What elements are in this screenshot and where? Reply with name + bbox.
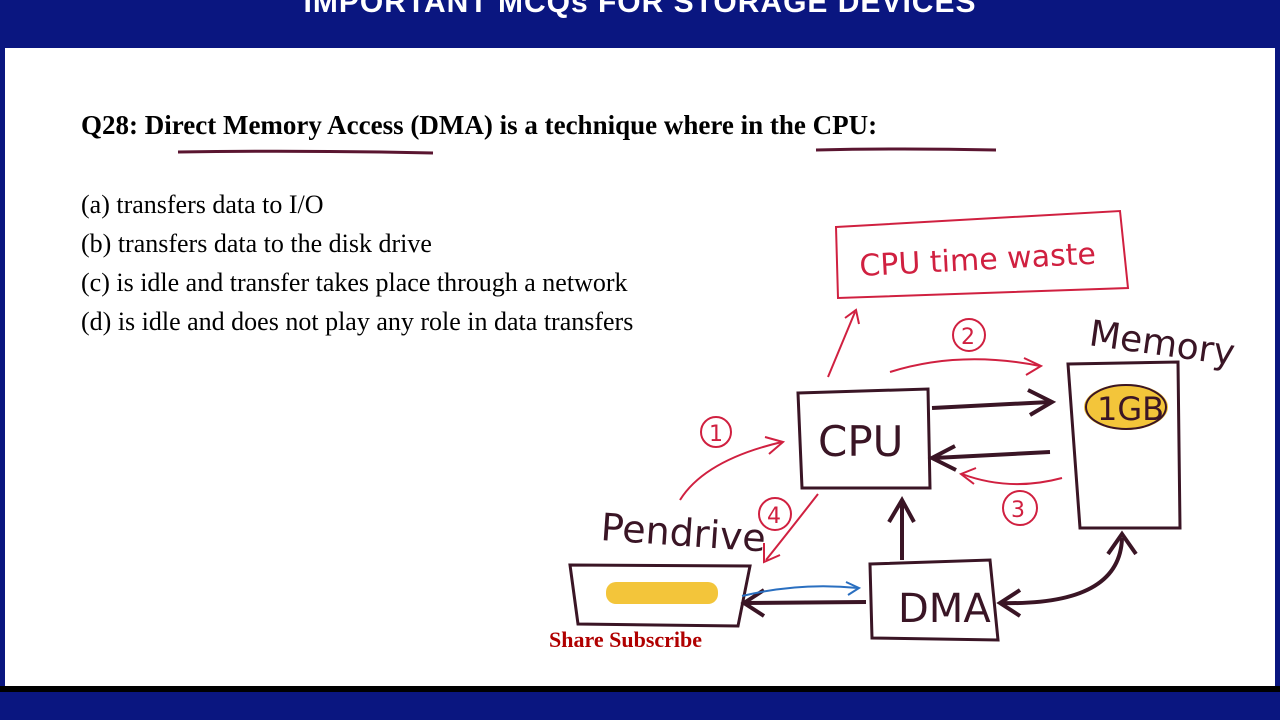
memory-chip-label: 1GB: [1097, 390, 1164, 428]
dma-box: [868, 558, 1000, 642]
arrowhead-dma-cpu: [887, 495, 916, 524]
subscribe-link[interactable]: Subscribe: [609, 627, 703, 652]
arrowhead-note: [844, 308, 860, 325]
option-a[interactable]: (a) transfers data to I/O: [81, 190, 324, 219]
pendrive-highlight: [606, 582, 718, 604]
share-link[interactable]: Share: [549, 627, 604, 652]
options-list: (a) transfers data to I/O (b) transfers …: [81, 186, 633, 342]
note-text: CPU time waste: [859, 237, 1097, 284]
arrowhead-memory-up: [1106, 530, 1138, 556]
header-title: IMPORTANT MCQs FOR STORAGE DEVICES: [303, 0, 977, 19]
underline-cpu: [815, 147, 997, 152]
note-box: [834, 209, 1130, 300]
underline-dma: [177, 149, 434, 155]
memory-chip-circle: [1085, 384, 1167, 430]
arrowhead-step-4: [763, 543, 781, 564]
arrow-dma-pendrive: [743, 600, 867, 605]
step-1-circle: [700, 416, 732, 448]
arrowhead-pendrive: [740, 588, 766, 618]
step-4-label: 4: [767, 504, 781, 529]
arrowhead-step-2: [1023, 357, 1044, 376]
option-b[interactable]: (b) transfers data to the disk drive: [81, 229, 432, 258]
blue-arrowhead: [845, 581, 862, 596]
right-border: [1275, 48, 1280, 688]
step-3-label: 3: [1011, 498, 1025, 523]
footer-bar: [0, 686, 1280, 720]
memory-label: Memory: [1087, 313, 1238, 374]
cpu-label: CPU: [818, 417, 903, 466]
question: Q28: Direct Memory Access (DMA) is a tec…: [81, 110, 877, 141]
header-bar: IMPORTANT MCQs FOR STORAGE DEVICES: [0, 0, 1280, 48]
memory-box: [1066, 360, 1182, 530]
arrow-step-3: [961, 473, 1063, 486]
arrow-step-2: [889, 358, 1041, 373]
dma-label: DMA: [898, 586, 991, 632]
arrowhead-step-1: [764, 436, 786, 455]
arrow-memory-cpu: [933, 450, 1051, 460]
arrow-step-1: [679, 441, 783, 501]
arrow-cpu-memory: [931, 400, 1051, 410]
arrow-dma-memory: [999, 537, 1124, 606]
arrowhead-cpu: [927, 444, 957, 472]
cpu-box: [796, 387, 932, 490]
option-d[interactable]: (d) is idle and does not play any role i…: [81, 307, 634, 336]
pendrive-label: Pendrive: [599, 505, 767, 560]
arrowhead-step-3: [958, 467, 977, 485]
step-4-circle: [758, 497, 792, 531]
step-2-label: 2: [961, 325, 975, 350]
share-subscribe: Share Subscribe: [549, 627, 702, 653]
question-number: Q28:: [81, 110, 138, 140]
step-1-label: 1: [709, 422, 723, 447]
arrowhead-memory: [1027, 388, 1057, 417]
arrowhead-dma: [996, 588, 1022, 618]
blue-arrow: [741, 585, 859, 597]
step-2-circle: [952, 318, 986, 352]
arrow-cpu-note: [827, 311, 856, 378]
option-c[interactable]: (c) is idle and transfer takes place thr…: [81, 268, 628, 297]
step-3-circle: [1002, 490, 1038, 526]
arrow-step-4: [765, 493, 819, 561]
pendrive-box: [568, 563, 752, 628]
memory-chip-highlight: [1084, 384, 1168, 430]
question-text: Direct Memory Access (DMA) is a techniqu…: [144, 110, 878, 140]
left-border: [0, 48, 5, 688]
